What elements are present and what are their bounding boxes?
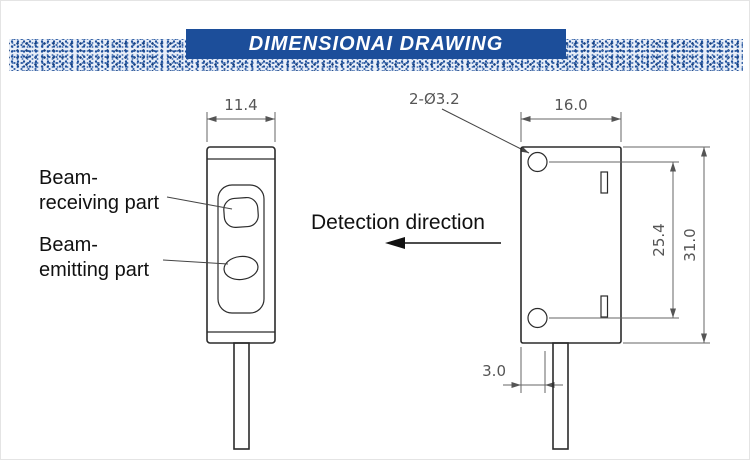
hole-callout: 2-Ø3.2 [409,90,530,154]
height-extension-lines [623,146,710,344]
beam-emitting-label-line2: emitting part [39,259,149,281]
height-dim-label: 31.0 [681,228,699,261]
beam-receiving-label-line1: Beam- [39,167,98,189]
side-width-dim-label: 16.0 [554,96,587,114]
side-slot-bottom [600,295,609,318]
side-cable [552,342,569,450]
receiving-leader-line [166,196,233,210]
side-view: 16.0 2-Ø3.2 25.4 31.0 [409,90,710,450]
beam-emitting-lens [223,255,259,281]
header-banner: DIMENSIONAI DRAWING [1,1,750,83]
front-cable [233,342,250,450]
detection-arrow-head-icon [385,237,405,249]
bottom-offset-dim-label: 3.0 [482,362,506,380]
beam-emitting-label-line1: Beam- [39,234,98,256]
hole-pitch-dim-label: 25.4 [650,223,668,256]
emitting-leader-line [162,259,229,265]
side-slot-top [600,171,609,194]
hole-pitch-dimension: 25.4 [549,161,679,319]
front-width-extension-lines [206,112,276,142]
side-width-extension-lines [520,112,622,142]
front-view: 11.4 Beam- receiving part Beam- emitting… [39,96,276,450]
sensor-side-body [520,146,622,344]
side-width-dimension: 16.0 [520,96,622,142]
front-width-dim-label: 11.4 [224,96,257,114]
page-title: DIMENSIONAI DRAWING [186,29,566,59]
bottom-offset-extension-lines [520,347,546,393]
detection-direction-label: Detection direction [311,211,485,234]
hole-dim-label: 2-Ø3.2 [409,90,460,108]
mounting-hole-top [527,151,548,173]
sensor-front-body [206,146,276,344]
height-dimension: 31.0 [623,146,710,344]
detection-direction: Detection direction [311,211,501,249]
mounting-hole-bottom [527,307,548,329]
beam-receiving-label-line2: receiving part [39,192,160,214]
hole-leader-line [441,108,530,154]
lens-window [217,184,265,314]
front-width-dimension: 11.4 [206,96,276,142]
hole-pitch-extension-lines [549,161,679,319]
beam-receiving-lens [223,196,259,229]
bottom-offset-dimension: 3.0 [482,347,563,393]
